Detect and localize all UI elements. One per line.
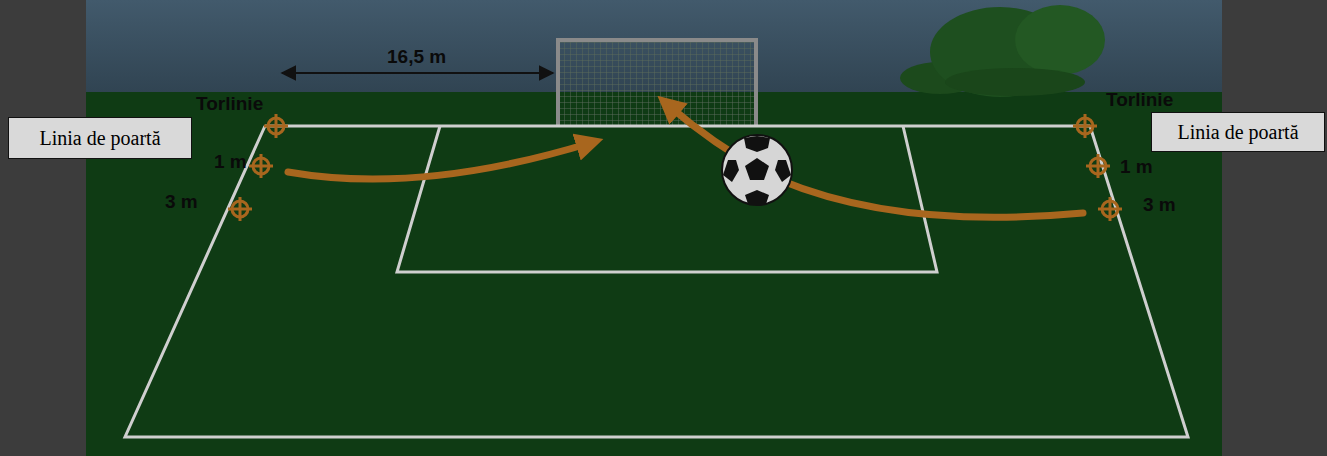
line-name: Torlinie bbox=[196, 94, 263, 113]
distance-label: 1 m bbox=[1120, 157, 1153, 176]
distance-label: 3 m bbox=[1143, 195, 1176, 214]
dimension-label: 16,5 m bbox=[387, 47, 446, 66]
box-text: Linia de poartă bbox=[1177, 121, 1298, 144]
label-box: Linia de poartă bbox=[8, 117, 192, 159]
line-name: Torlinie bbox=[1106, 90, 1173, 109]
box-text: Linia de poartă bbox=[39, 127, 160, 150]
distance-label: 3 m bbox=[165, 192, 198, 211]
distance-label: 1 m bbox=[214, 152, 247, 171]
label-box: Linia de poartă bbox=[1151, 112, 1325, 152]
